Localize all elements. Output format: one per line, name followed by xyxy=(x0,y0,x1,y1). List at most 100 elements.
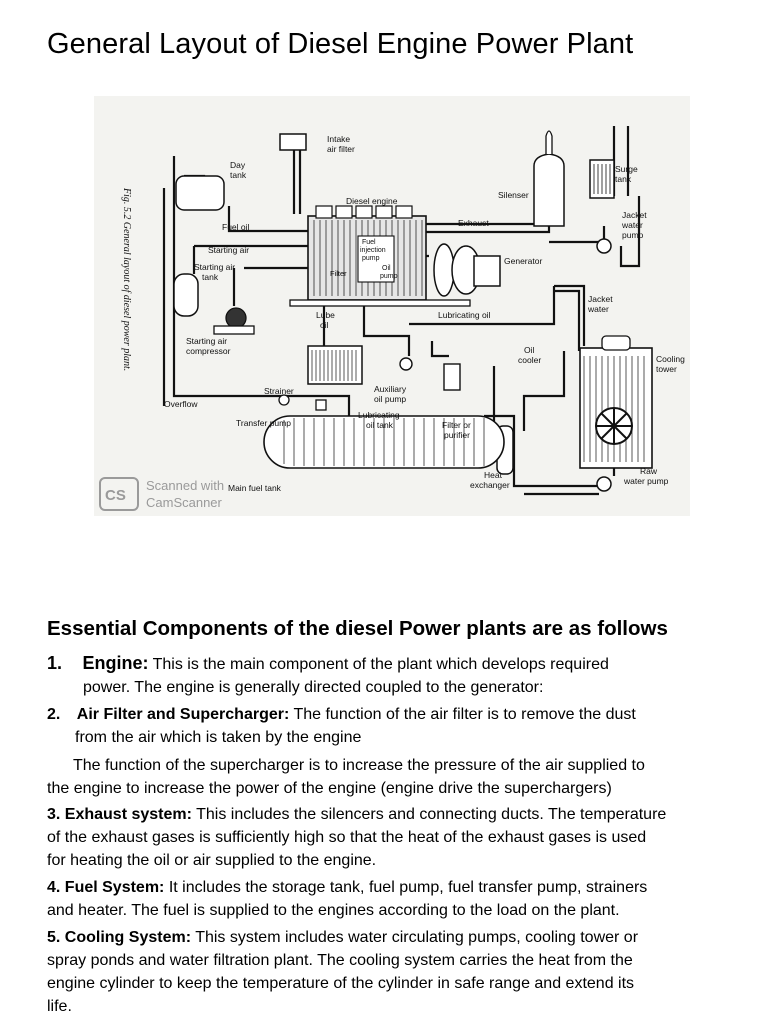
item-fuel: 4. Fuel System: It includes the storage … xyxy=(47,876,647,899)
watermark-line2: CamScanner xyxy=(146,495,223,510)
label-jacket-2: water xyxy=(621,220,643,230)
label-fuel-oil: Fuel oil xyxy=(222,222,250,232)
label-jacket-3: pump xyxy=(622,230,644,240)
label-silenser: Silenser xyxy=(498,190,529,200)
label-surge: Surge xyxy=(615,164,638,174)
label-jacket-water-1: Jacket xyxy=(588,294,613,304)
label-jacket-water-2: water xyxy=(587,304,609,314)
label-lube-tank-2: oil tank xyxy=(366,420,394,430)
item-fuel-text2: and heater. The fuel is supplied to the … xyxy=(47,902,620,919)
label-compressor-2: compressor xyxy=(186,346,231,356)
item-cooling-text4: life. xyxy=(47,998,72,1015)
item-cooling-text1: This system includes water circulating p… xyxy=(195,929,639,946)
item-engine-title: Engine: xyxy=(82,653,149,673)
item-exhaust-text2: of the exhaust gases is sufficiently hig… xyxy=(47,829,647,846)
label-lube-oil: oil xyxy=(320,320,329,330)
label-raw-water-pump: water pump xyxy=(623,476,669,486)
label-raw: Raw xyxy=(640,466,658,476)
label-exhaust: Exhaust xyxy=(458,218,489,228)
label-jacket-1: Jacket xyxy=(622,210,647,220)
camscanner-logo-text: CS xyxy=(105,487,126,504)
generator xyxy=(433,243,455,297)
item-air-filter: 2. Air Filter and Supercharger: The func… xyxy=(47,703,636,726)
figure-caption: Fig. 5.2 General layout of diesel power … xyxy=(121,187,132,371)
label-starting-air-tank-1: Starting air xyxy=(194,262,235,272)
label-main-fuel-tank: Main fuel tank xyxy=(228,483,282,493)
item-engine: 1. Engine: This is the main component of… xyxy=(47,652,609,676)
day-tank xyxy=(175,175,225,211)
label-compressor-1: Starting air xyxy=(186,336,227,346)
label-heat: Heat xyxy=(484,470,503,480)
filter-or-purifier xyxy=(443,363,461,391)
jacket-water-return xyxy=(554,284,586,346)
starting-air-tank xyxy=(173,273,199,317)
item-exhaust-title: 3. Exhaust system: xyxy=(47,806,192,823)
label-oil-pump-1: Oil xyxy=(382,265,391,272)
item-air-filter-text2: from the air which is taken by the engin… xyxy=(75,729,362,746)
section-heading: Essential Components of the diesel Power… xyxy=(47,617,668,640)
transfer-pump xyxy=(278,394,290,406)
label-fuel: Fuel xyxy=(362,239,376,246)
label-cooling: Cooling xyxy=(656,354,685,364)
jacket-water-line xyxy=(549,226,606,244)
item-fuel-title: 4. Fuel System: xyxy=(47,879,165,896)
label-auxiliary: Auxiliary xyxy=(374,384,407,394)
label-heat-exchanger: exchanger xyxy=(470,480,510,490)
label-aux-oil-pump: oil pump xyxy=(374,394,406,404)
item-cooling-text3: engine cylinder to keep the temperature … xyxy=(47,975,635,992)
label-cooling-tower: tower xyxy=(656,364,677,374)
supercharger-para2: the engine to increase the power of the … xyxy=(47,780,612,797)
heat-exchanger-line xyxy=(484,414,599,488)
transfer-line xyxy=(299,394,351,418)
item-air-filter-title: Air Filter and Supercharger: xyxy=(76,706,290,723)
label-day-tank: tank xyxy=(230,170,247,180)
diagram-svg: Intake air filter Day tank Surge tank Si… xyxy=(99,126,685,511)
camscanner-logo xyxy=(99,477,139,511)
fuel-oil-line xyxy=(227,206,308,233)
label-filter-purifier-2: purifier xyxy=(444,430,470,440)
label-starting-air: Starting air xyxy=(208,245,249,255)
label-filter: Filter xyxy=(330,269,347,278)
item-air-filter-text1: The function of the air filter is to rem… xyxy=(293,706,636,723)
item-engine-text2: power. The engine is generally directed … xyxy=(83,679,544,696)
label-oil-cooler-1: Oil xyxy=(524,345,535,355)
fuel-injection-pump xyxy=(357,235,395,283)
label-strainer: Strainer xyxy=(264,386,294,396)
item-cooling: 5. Cooling System: This system includes … xyxy=(47,926,638,949)
lubricating-oil-tank xyxy=(307,345,363,385)
raw-water-pump xyxy=(596,476,612,492)
label-air-filter: air filter xyxy=(327,144,355,154)
starting-air-compressor xyxy=(225,307,247,329)
item-cooling-text2: spray ponds and water filtration plant. … xyxy=(47,952,633,969)
overflow-line xyxy=(172,156,299,398)
label-oil-cooler-2: cooler xyxy=(518,355,541,365)
label-intake: Intake xyxy=(327,134,350,144)
page-title: General Layout of Diesel Engine Power Pl… xyxy=(47,28,634,60)
item-engine-number: 1. xyxy=(47,653,63,673)
item-exhaust-text3: for heating the oil or air supplied to t… xyxy=(47,852,377,869)
diesel-plant-diagram: Intake air filter Day tank Surge tank Si… xyxy=(94,96,690,516)
label-filter-purifier-1: Filter or xyxy=(442,420,471,430)
item-cooling-title: 5. Cooling System: xyxy=(47,929,192,946)
silencer xyxy=(533,153,565,227)
label-transfer-pump: Transfer pump xyxy=(236,418,291,428)
strainer xyxy=(315,399,327,411)
label-lube: Lube xyxy=(316,310,335,320)
label-injection: injection xyxy=(360,247,386,254)
label-lube-tank-1: Lubricating xyxy=(358,410,400,420)
item-exhaust: 3. Exhaust system: This includes the sil… xyxy=(47,803,666,826)
auxiliary-oil-pump xyxy=(399,357,413,371)
label-starting-air-tank-2: tank xyxy=(202,272,219,282)
supercharger-para1: The function of the supercharger is to i… xyxy=(73,757,645,774)
label-oil-pump-2: pump xyxy=(380,273,398,280)
item-fuel-text1: It includes the storage tank, fuel pump,… xyxy=(168,879,648,896)
label-lubricating-oil: Lubricating oil xyxy=(438,310,491,320)
intake-air-filter xyxy=(279,133,307,151)
label-day: Day xyxy=(230,160,246,170)
item-air-filter-number: 2. xyxy=(47,706,61,723)
jacket-water-pump xyxy=(596,238,612,254)
item-engine-text1: This is the main component of the plant … xyxy=(152,656,609,673)
item-exhaust-text1: This includes the silencers and connecti… xyxy=(196,806,667,823)
label-generator: Generator xyxy=(504,256,542,266)
watermark-line1: Scanned with xyxy=(146,478,224,493)
